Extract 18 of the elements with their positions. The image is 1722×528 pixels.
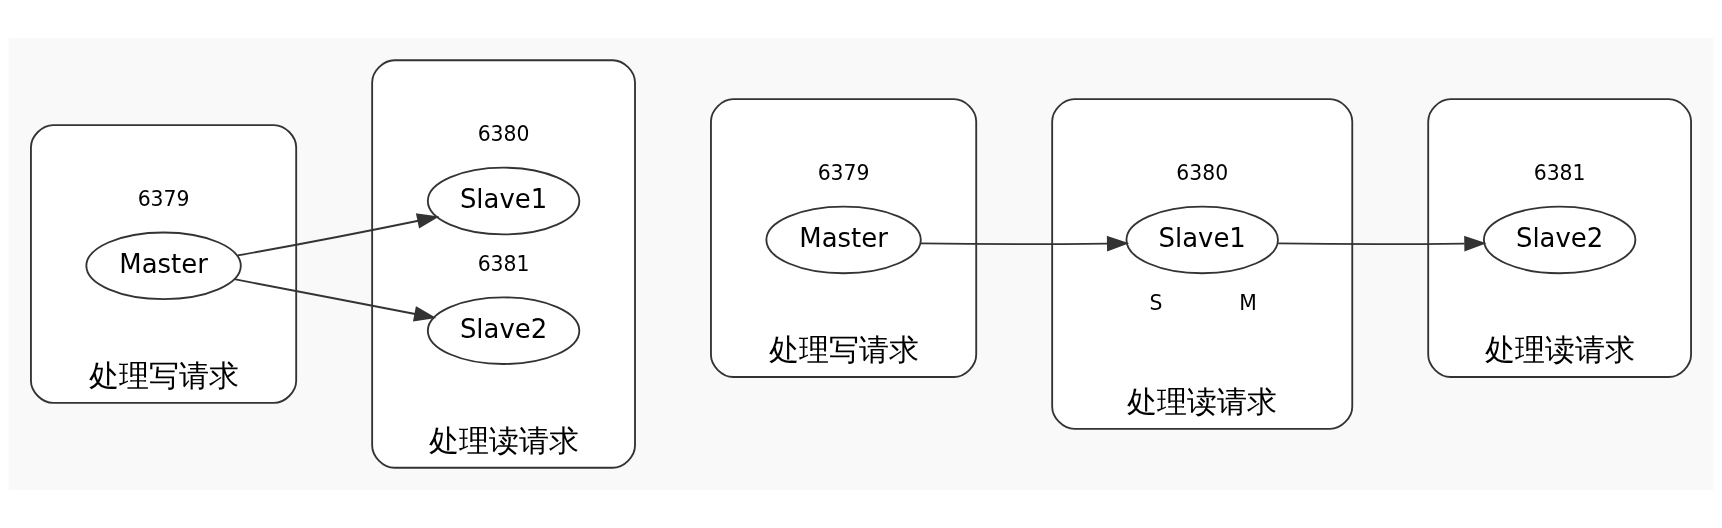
node-label: 6381 xyxy=(477,252,530,277)
node-label: 6381 xyxy=(1533,161,1586,186)
node-label: 6380 xyxy=(477,122,530,147)
node-ellipse: Slave1 xyxy=(426,166,581,236)
node-ellipse: Slave2 xyxy=(1482,205,1637,275)
node-label: 6379 xyxy=(137,187,190,212)
node-label: S xyxy=(1149,290,1163,315)
node-ellipse: Slave1 xyxy=(1125,205,1279,275)
node-label: 6380 xyxy=(1176,161,1229,186)
arrow xyxy=(1277,235,1487,252)
arrow xyxy=(236,213,440,257)
arrow xyxy=(233,278,437,322)
node-ellipse: Master xyxy=(765,205,922,275)
node-ellipse: Slave2 xyxy=(426,296,581,365)
node-ellipse: Master xyxy=(85,231,242,301)
node-label: M xyxy=(1239,290,1257,315)
node-label: 6379 xyxy=(817,161,870,186)
arrow xyxy=(919,235,1130,252)
